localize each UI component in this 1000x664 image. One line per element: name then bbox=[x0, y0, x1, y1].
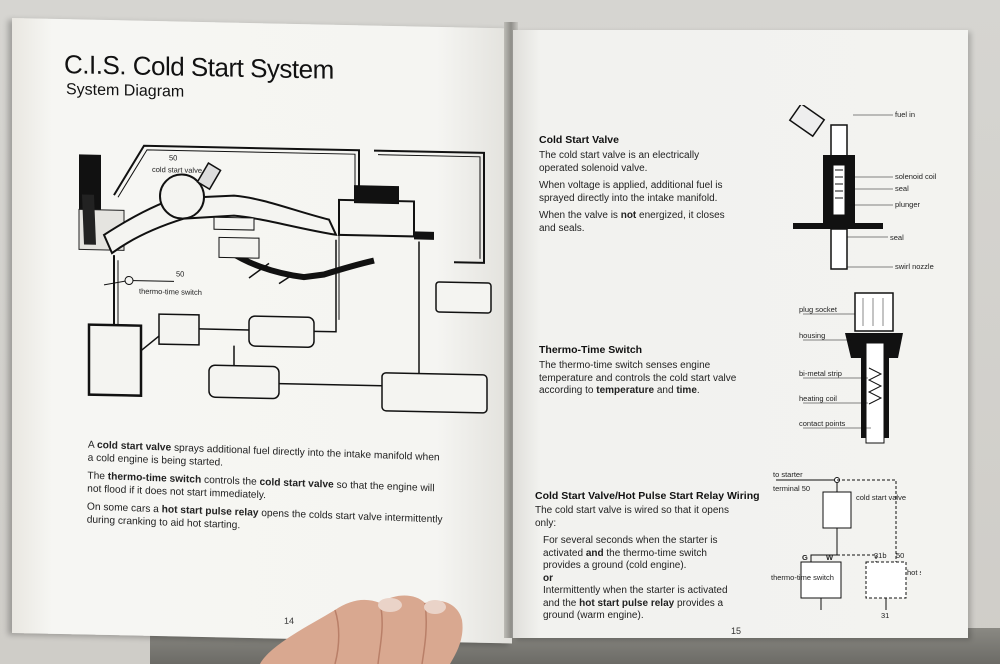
label-50-mid: 50 bbox=[176, 269, 184, 278]
page-subtitle: System Diagram bbox=[66, 81, 185, 101]
label-housing: housing bbox=[799, 331, 825, 340]
right-page: Cold Start Valve The cold start valve is… bbox=[513, 30, 968, 638]
cold-start-valve-figure: fuel in solenoid coil seal plunger seal … bbox=[788, 105, 937, 271]
label-50-top: 50 bbox=[169, 153, 177, 162]
wiring-condition-1: For several seconds when the starter is … bbox=[543, 535, 718, 571]
label-50: 50 bbox=[896, 551, 904, 560]
cold-start-valve-text: The cold start valve is an electrically … bbox=[539, 150, 739, 240]
label-cold-start-valve: cold start valve bbox=[152, 165, 202, 175]
caption-paragraph-3: On some cars a hot start pulse relay ope… bbox=[86, 501, 443, 531]
label-swirl-nozzle: swirl nozzle bbox=[895, 262, 934, 271]
csv-paragraph-1: The cold start valve is an electrically … bbox=[539, 150, 700, 174]
page-title: C.I.S. Cold Start System bbox=[64, 49, 334, 85]
wiring-condition-2: Intermittently when the starter is activ… bbox=[543, 585, 728, 621]
left-page: C.I.S. Cold Start System System Diagram bbox=[12, 18, 512, 644]
caption-text: A cold start valve sprays additional fue… bbox=[87, 440, 448, 546]
csv-paragraph-3: When the valve is not energized, it clos… bbox=[539, 210, 725, 234]
wiring-intro: The cold start valve is wired so that it… bbox=[535, 505, 729, 529]
label-csv: cold start valve bbox=[856, 493, 906, 502]
label-heating-coil: heating coil bbox=[799, 394, 837, 403]
label-fuel-in: fuel in bbox=[895, 110, 915, 119]
csv-paragraph-2: When voltage is applied, additional fuel… bbox=[539, 180, 723, 204]
wiring-diagram: to starter terminal 50 cold start valve … bbox=[771, 470, 921, 620]
wiring-conditions: For several seconds when the starter is … bbox=[535, 535, 745, 623]
hand-photo bbox=[260, 595, 463, 664]
label-31: 31 bbox=[881, 611, 889, 620]
thermo-time-switch-figure: plug socket housing bi-metal strip heati… bbox=[799, 292, 903, 444]
label-terminal-50: terminal 50 bbox=[773, 484, 810, 493]
page-number-right: 15 bbox=[731, 626, 742, 636]
label-solenoid-coil: solenoid coil bbox=[895, 172, 937, 181]
label-bimetal-strip: bi-metal strip bbox=[799, 369, 842, 378]
tts-paragraph-1: The thermo-time switch senses engine tem… bbox=[539, 360, 737, 396]
label-seal-top: seal bbox=[895, 184, 909, 193]
label-G: G bbox=[802, 553, 808, 562]
label-tts: thermo-time switch bbox=[771, 573, 834, 582]
wiring-or: or bbox=[543, 572, 553, 584]
label-to-starter: to starter bbox=[773, 470, 803, 479]
heading-cold-start-valve: Cold Start Valve bbox=[539, 134, 619, 146]
label-seal-bottom: seal bbox=[890, 233, 904, 242]
label-contact-points: contact points bbox=[799, 419, 846, 428]
label-plug-socket: plug socket bbox=[799, 305, 838, 314]
label-thermo-time-switch: thermo-time switch bbox=[139, 287, 202, 297]
label-relay: hot start pulse relay bbox=[907, 568, 921, 577]
wiring-text: The cold start valve is wired so that it… bbox=[535, 505, 745, 623]
thermo-time-switch-text: The thermo-time switch senses engine tem… bbox=[539, 360, 739, 403]
label-plunger: plunger bbox=[895, 200, 921, 209]
system-diagram: 50 cold start valve 50 thermo-time switc… bbox=[78, 144, 492, 414]
heading-wiring: Cold Start Valve/Hot Pulse Start Relay W… bbox=[535, 490, 760, 502]
label-31b: 31b bbox=[874, 551, 887, 560]
heading-thermo-time-switch: Thermo-Time Switch bbox=[539, 344, 643, 356]
label-W: W bbox=[826, 553, 834, 562]
